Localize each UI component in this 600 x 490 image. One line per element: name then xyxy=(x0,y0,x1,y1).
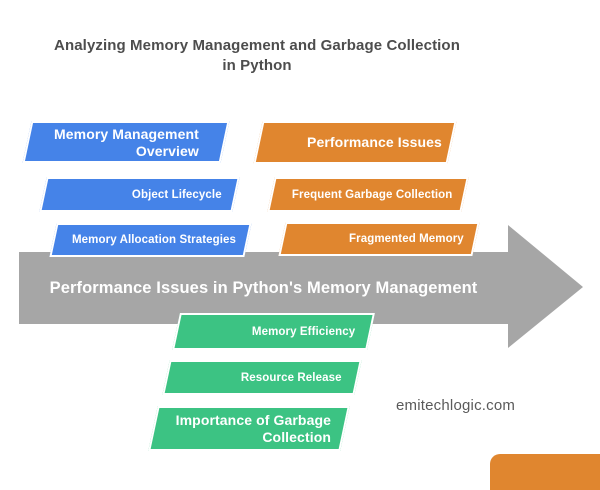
stage-memory-efficiency: Memory Efficiency xyxy=(172,313,375,350)
diagram-title: Analyzing Memory Management and Garbage … xyxy=(54,37,460,74)
stage-fragmented-memory: Fragmented Memory xyxy=(278,222,480,256)
stage-object-lifecycle: Object Lifecycle xyxy=(39,177,240,212)
stage-label: Performance Issues xyxy=(307,134,442,151)
corner-accent-shape xyxy=(490,454,600,490)
stage-frequent-garbage-collection: Frequent Garbage Collection xyxy=(267,177,469,212)
stage-label: Frequent Garbage Collection xyxy=(292,188,453,201)
stage-label: Importance of Garbage Collection xyxy=(175,412,331,445)
stage-resource-release: Resource Release xyxy=(162,360,362,395)
flow-arrow-label: Performance Issues in Python's Memory Ma… xyxy=(49,278,478,297)
stage-label: Object Lifecycle xyxy=(132,188,222,201)
stage-label: Memory Management Overview xyxy=(54,125,199,159)
stage-performance-issues: Performance Issues xyxy=(253,121,457,164)
stage-importance-of-garbage-collection: Importance of Garbage Collection xyxy=(148,406,350,451)
stage-memory-management-overview: Memory Management Overview xyxy=(22,121,230,163)
stage-label: Fragmented Memory xyxy=(349,233,464,245)
stage-label: Resource Release xyxy=(241,371,342,384)
stage-label: Memory Efficiency xyxy=(251,325,355,338)
watermark-text: emitechlogic.com xyxy=(396,397,516,414)
stage-label: Memory Allocation Strategies xyxy=(71,234,236,246)
